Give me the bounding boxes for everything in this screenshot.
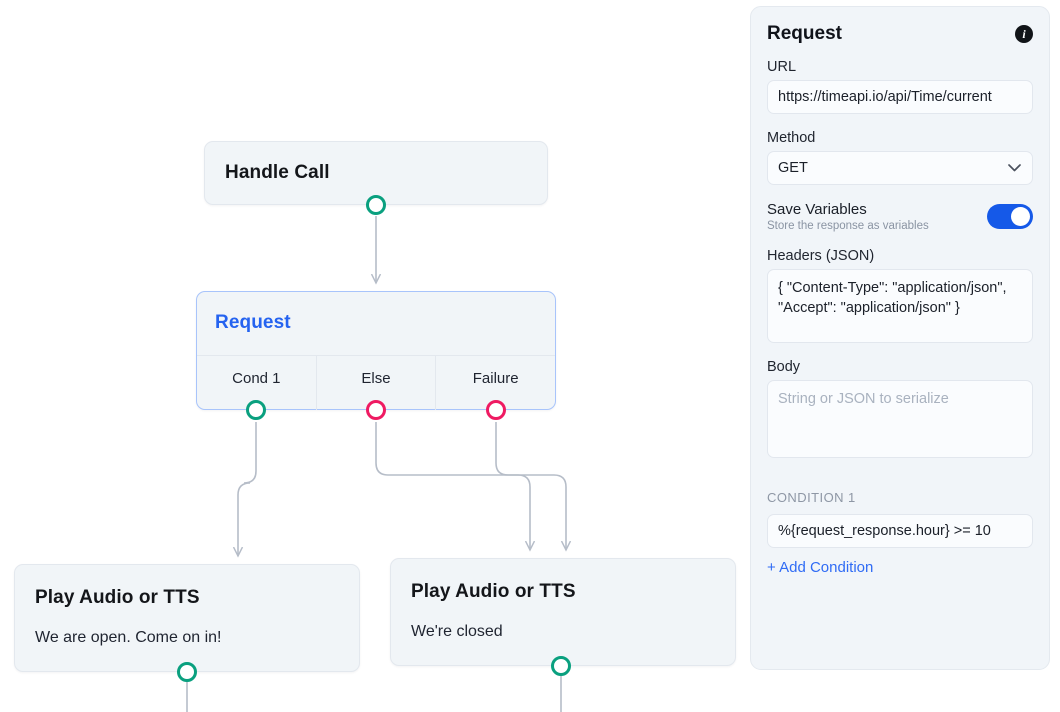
body-label: Body [767, 359, 801, 375]
headers-label: Headers (JSON) [767, 248, 875, 264]
panel-title: Request [767, 23, 842, 44]
save-variables-description: Store the response as variables [767, 220, 929, 232]
add-condition-button[interactable]: + Add Condition [767, 559, 874, 576]
node-title: Handle Call [225, 162, 330, 183]
body-input[interactable] [767, 380, 1033, 458]
toggle-knob [1011, 207, 1030, 226]
node-request-header: Request [197, 292, 555, 355]
port-cell-failure[interactable]: Failure [435, 356, 555, 410]
save-variables-toggle[interactable] [987, 204, 1033, 229]
port-cell-else[interactable]: Else [315, 356, 436, 410]
node-request-ports: Cond 1 Else Failure [197, 355, 555, 410]
port-label: Else [361, 370, 391, 387]
url-input[interactable] [767, 80, 1033, 114]
port-failure-out[interactable] [486, 400, 506, 420]
flow-edges [186, 216, 748, 712]
node-subtitle: We're closed [411, 623, 503, 640]
port-handle-call-out[interactable] [366, 195, 386, 215]
node-play-audio-or-tts-open[interactable]: Play Audio or TTS We are open. Come on i… [14, 564, 360, 672]
info-icon[interactable]: i [1015, 25, 1033, 43]
node-play-audio-or-tts-closed[interactable]: Play Audio or TTS We're closed [390, 558, 736, 666]
method-label: Method [767, 130, 816, 146]
condition-1-input[interactable] [767, 514, 1033, 548]
save-variables-text: Save Variables Store the response as var… [767, 201, 929, 232]
port-cond-1-out[interactable] [246, 400, 266, 420]
headers-input[interactable] [767, 269, 1033, 343]
save-variables-label: Save Variables [767, 201, 867, 218]
method-select[interactable] [767, 151, 1033, 185]
method-select-wrapper[interactable] [767, 151, 1033, 185]
save-variables-row: Save Variables Store the response as var… [767, 201, 1033, 232]
port-tts-closed-out[interactable] [551, 656, 571, 676]
port-label: Cond 1 [232, 370, 281, 387]
condition-1-label: CONDITION 1 [767, 490, 856, 505]
panel-header: Request i [767, 23, 1033, 45]
port-else-out[interactable] [366, 400, 386, 420]
port-tts-open-out[interactable] [177, 662, 197, 682]
node-subtitle: We are open. Come on in! [35, 629, 222, 646]
node-title: Play Audio or TTS [35, 587, 200, 608]
node-title: Request [215, 312, 291, 333]
node-request[interactable]: Request Cond 1 Else Failure [196, 291, 556, 410]
port-label: Failure [472, 370, 519, 387]
properties-panel: Request i URL Method Save Variables Stor… [750, 6, 1050, 670]
port-cell-cond-1[interactable]: Cond 1 [197, 356, 316, 410]
url-label: URL [767, 59, 797, 75]
node-title: Play Audio or TTS [411, 581, 576, 602]
